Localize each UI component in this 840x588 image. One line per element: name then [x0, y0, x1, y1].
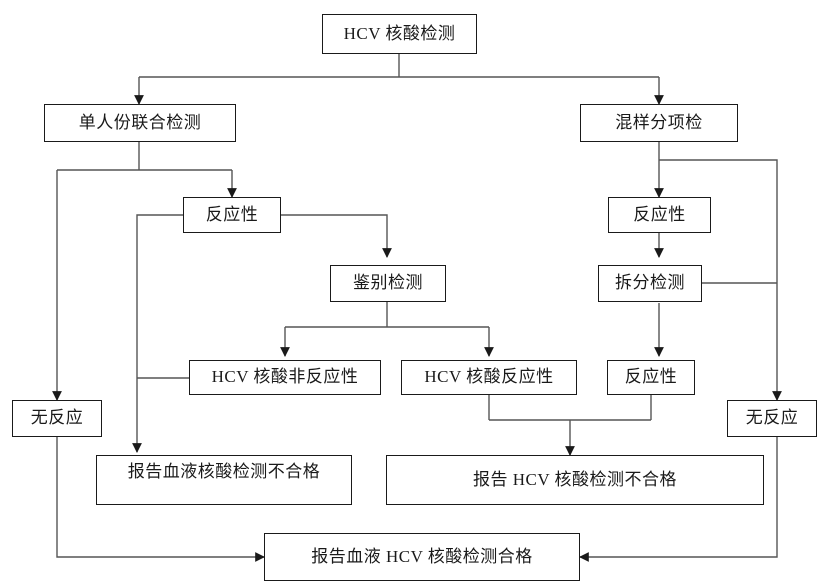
node-nonreactive-right-label: 无反应 — [745, 408, 799, 428]
node-reactive-left-label: 反应性 — [205, 204, 259, 224]
node-reactive-left[interactable]: 反应性 — [183, 197, 281, 233]
node-discriminatory-test-label: 鉴别检测 — [353, 273, 423, 293]
edge-reactive-left-to-discriminatory — [281, 214, 392, 258]
node-reactive-right[interactable]: 反应性 — [608, 197, 711, 233]
node-nonreactive-left[interactable]: 无反应 — [12, 400, 102, 437]
node-reactive-right-label: 反应性 — [633, 204, 686, 224]
node-hcv-reactive[interactable]: HCV 核酸反应性 — [401, 360, 577, 395]
node-discriminatory-test[interactable]: 鉴别检测 — [330, 265, 446, 302]
node-pooled-split-label: 混样分项检 — [615, 112, 703, 132]
node-nonreactive-left-label: 无反应 — [30, 408, 84, 428]
node-split-test-label: 拆分检测 — [615, 273, 685, 293]
edge-reactive-left-to-report-fail — [132, 214, 183, 453]
node-split-test[interactable]: 拆分检测 — [598, 265, 702, 302]
node-reactive-right-lower-label: 反应性 — [624, 367, 678, 387]
node-report-blood-fail[interactable]: 报告血液核酸检测不合格 — [96, 455, 352, 505]
node-report-blood-fail-label: 报告血液核酸检测不合格 — [127, 462, 321, 481]
node-nonreactive-right[interactable]: 无反应 — [727, 400, 817, 437]
node-hcv-reactive-label: HCV 核酸反应性 — [424, 367, 554, 387]
node-single-combined-label: 单人份联合检测 — [78, 112, 202, 132]
edge-pooled-to-nonreactive-right — [659, 159, 782, 401]
node-root-label: HCV 核酸检测 — [343, 23, 456, 43]
node-report-hcv-fail[interactable]: 报告 HCV 核酸检测不合格 — [386, 455, 764, 505]
node-report-hcv-fail-label: 报告 HCV 核酸检测不合格 — [472, 469, 678, 489]
node-reactive-right-lower[interactable]: 反应性 — [607, 360, 695, 395]
node-root[interactable]: HCV 核酸检测 — [322, 14, 477, 54]
edge-nonreactive-right-to-pass — [579, 437, 778, 562]
node-single-combined[interactable]: 单人份联合检测 — [44, 104, 236, 142]
node-hcv-nonreactive-label: HCV 核酸非反应性 — [211, 367, 359, 387]
edge-nonreactive-left-to-pass — [56, 437, 265, 562]
node-pooled-split[interactable]: 混样分项检 — [580, 104, 738, 142]
node-hcv-nonreactive[interactable]: HCV 核酸非反应性 — [189, 360, 381, 395]
node-report-pass-label: 报告血液 HCV 核酸检测合格 — [311, 546, 533, 566]
node-report-pass[interactable]: 报告血液 HCV 核酸检测合格 — [264, 533, 580, 581]
